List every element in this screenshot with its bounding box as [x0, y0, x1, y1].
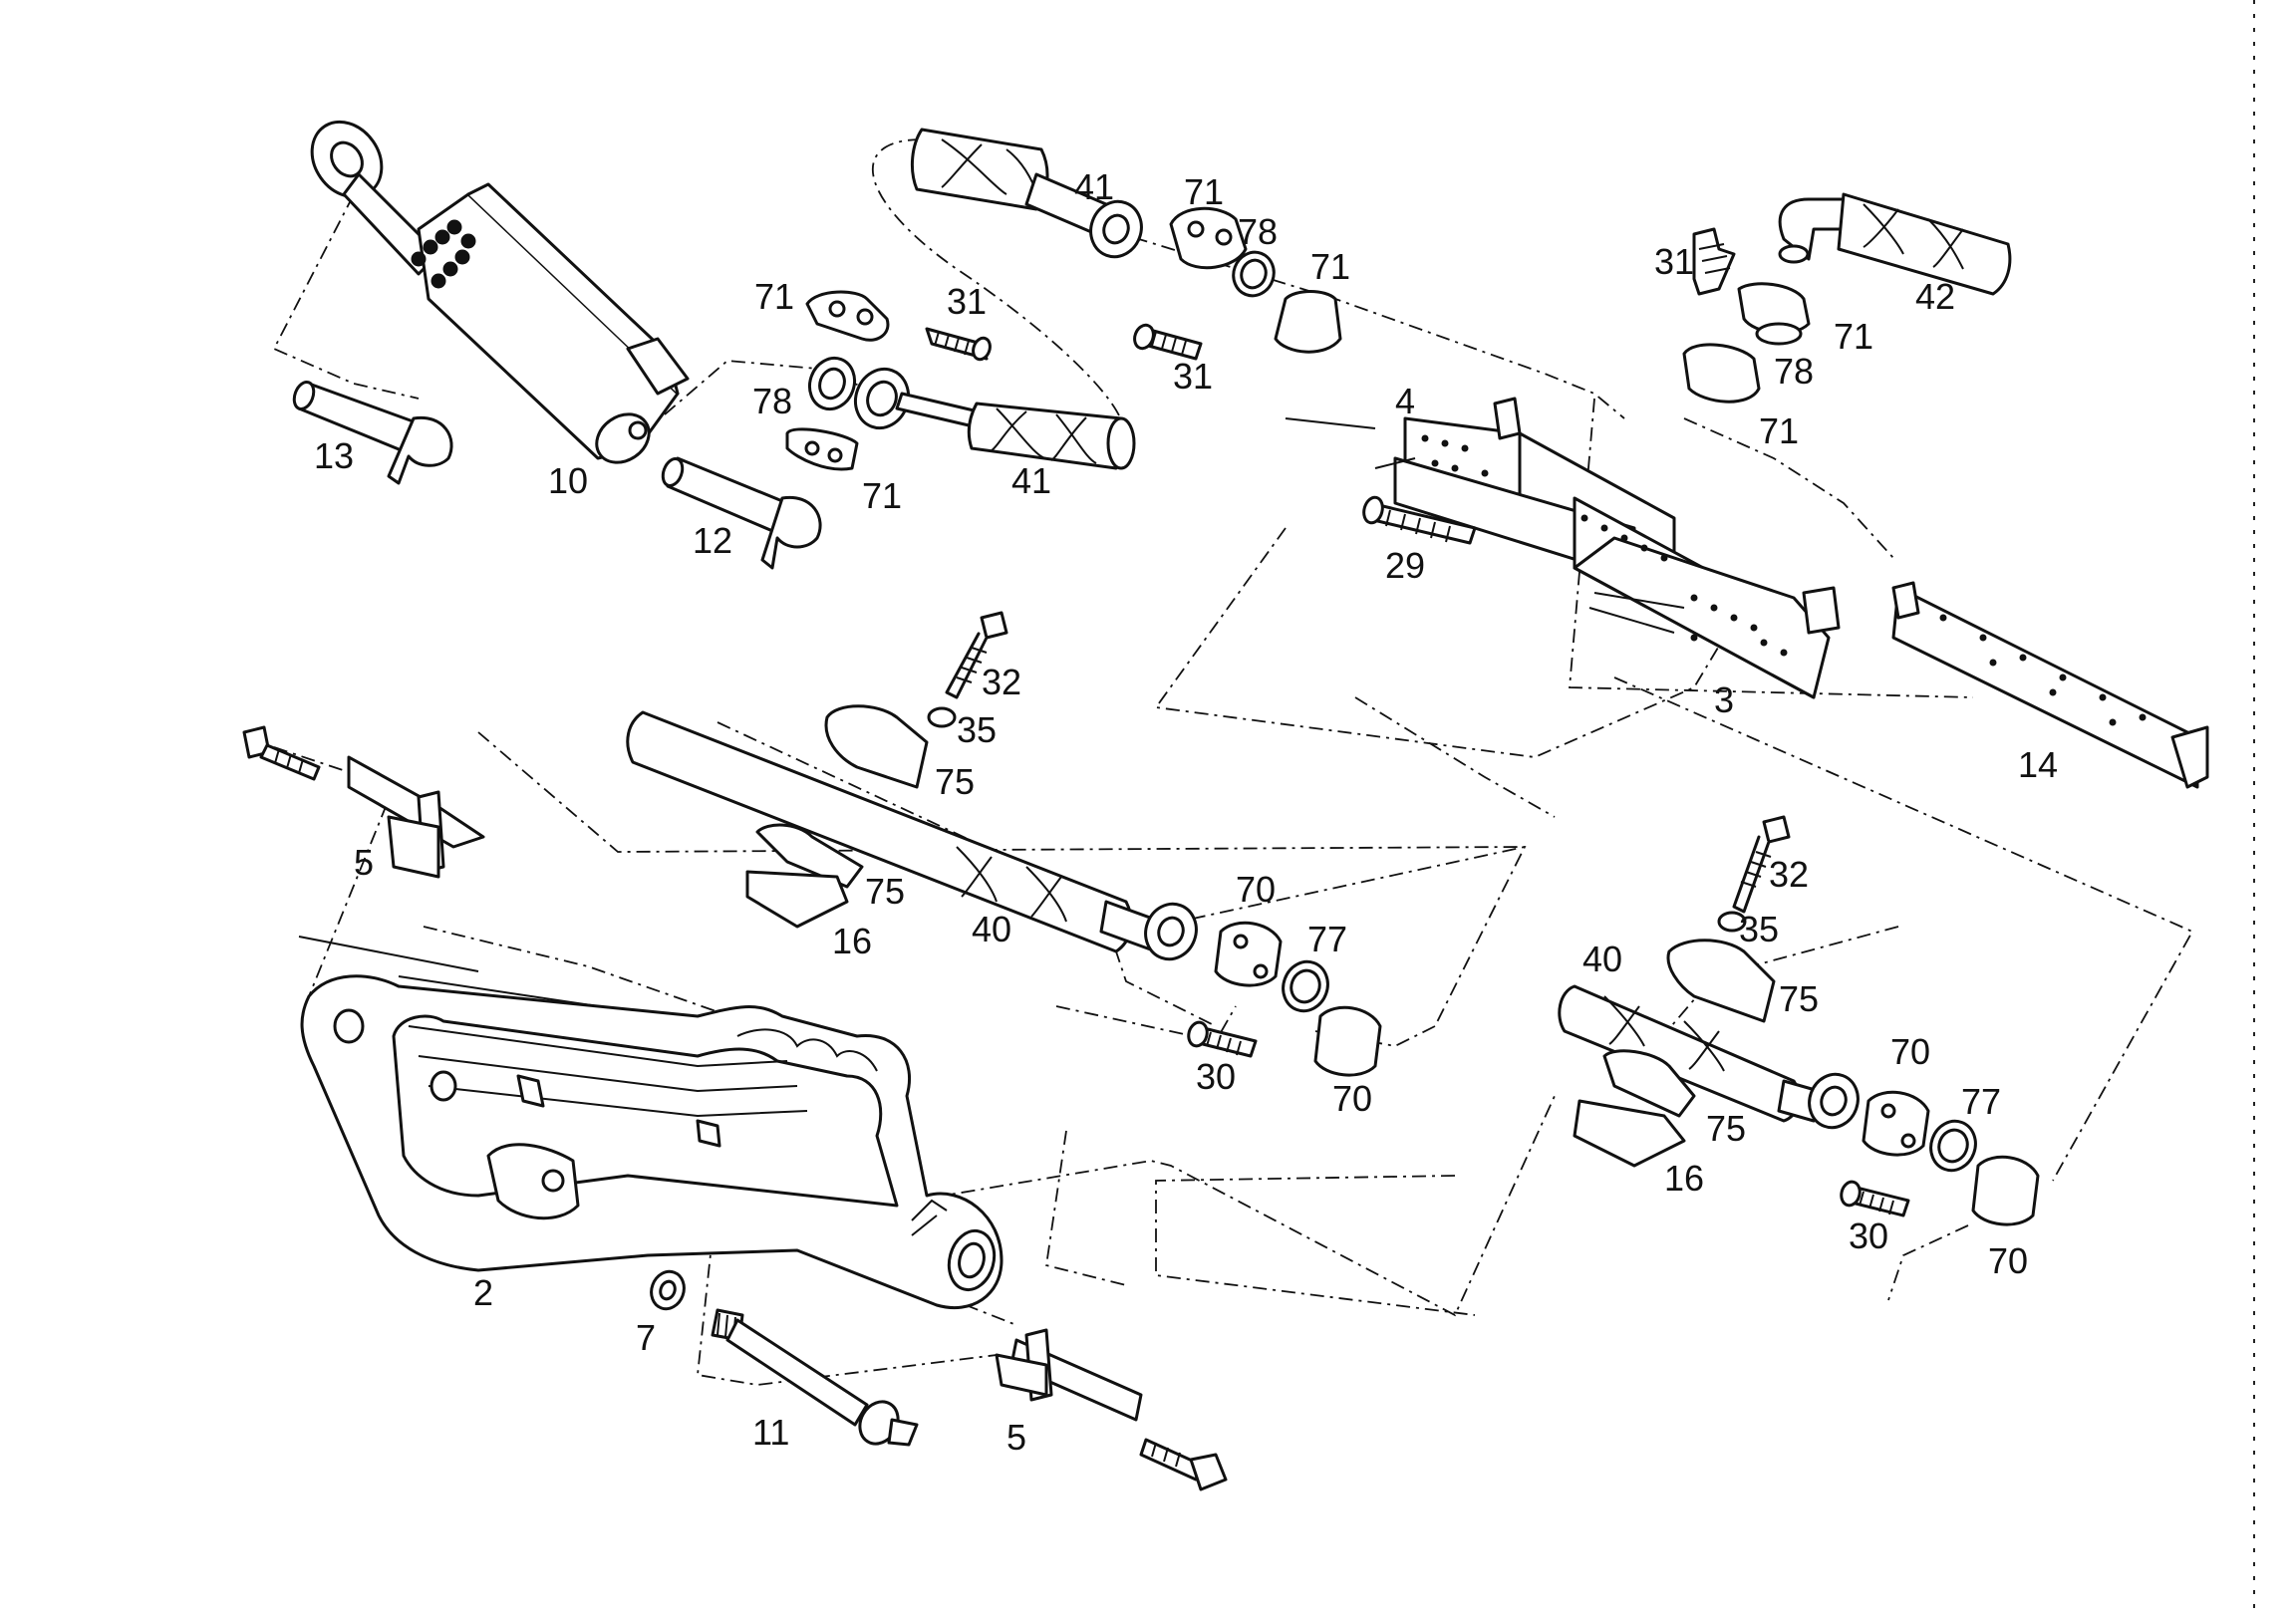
- label-32-a: 32: [982, 662, 1021, 702]
- hose-42: [1682, 192, 2012, 404]
- middle-clamps: [1187, 921, 1382, 1077]
- part-labels: 13 10 12 71 31 78 71 41 41 71 78 71 31 3…: [314, 166, 2058, 1458]
- label-75-c: 75: [1779, 978, 1819, 1019]
- middle-shaft-assembly: [626, 611, 1198, 961]
- label-2: 2: [473, 1272, 493, 1313]
- label-7: 7: [636, 1317, 656, 1358]
- label-32-b: 32: [1769, 854, 1809, 895]
- label-70-c: 70: [1890, 1031, 1930, 1072]
- label-14: 14: [2018, 744, 2058, 785]
- label-75-b: 75: [865, 871, 905, 912]
- label-10: 10: [548, 460, 588, 501]
- pin-12: [661, 456, 822, 570]
- label-77-a: 77: [1307, 919, 1347, 959]
- right-shaft-assembly: [1558, 815, 2040, 1226]
- label-70-d: 70: [1988, 1240, 2028, 1281]
- hose-41-top: [911, 128, 1143, 259]
- label-42: 42: [1915, 276, 1955, 317]
- label-35-b: 35: [1739, 909, 1779, 949]
- frame-rivet-dots: [1421, 434, 1788, 657]
- arm-plate-2: [300, 974, 1004, 1310]
- label-30-b: 30: [1849, 1215, 1888, 1256]
- label-4: 4: [1395, 381, 1415, 421]
- bracket-5-left: [242, 725, 485, 879]
- pin-13: [292, 380, 453, 485]
- label-11: 11: [752, 1412, 789, 1453]
- top-center-clamps: [1133, 206, 1342, 361]
- label-71-e: 71: [1834, 316, 1873, 357]
- label-35-a: 35: [957, 709, 997, 750]
- label-5-a: 5: [354, 842, 374, 883]
- label-40-a: 40: [972, 909, 1011, 949]
- label-12: 12: [693, 520, 732, 561]
- cylinder-bolt-ring: [411, 219, 476, 289]
- label-31-c: 31: [1654, 241, 1694, 282]
- label-78-a: 78: [752, 381, 792, 421]
- label-13: 13: [314, 435, 354, 476]
- label-77-b: 77: [1961, 1081, 2001, 1122]
- guide-lines: [298, 417, 1685, 1007]
- hydraulic-cylinder: [310, 120, 690, 464]
- frame-beams: [1362, 397, 2209, 789]
- label-3: 3: [1714, 679, 1734, 720]
- label-31-a: 31: [947, 281, 987, 322]
- bracket-5-right: [995, 1328, 1228, 1491]
- label-16-a: 16: [832, 921, 872, 961]
- label-31-b: 31: [1173, 356, 1213, 397]
- label-71-f: 71: [1759, 410, 1799, 451]
- washer-7: [650, 1269, 686, 1311]
- label-70-a: 70: [1236, 869, 1276, 910]
- beam-14-dots: [1939, 614, 2147, 726]
- label-29: 29: [1385, 545, 1425, 586]
- label-75-d: 75: [1706, 1108, 1746, 1149]
- label-78-c: 78: [1774, 351, 1814, 392]
- label-71-a: 71: [754, 276, 794, 317]
- label-30-a: 30: [1196, 1056, 1236, 1097]
- label-41-b: 41: [1011, 460, 1051, 501]
- label-71-d: 71: [1310, 246, 1350, 287]
- label-70-b: 70: [1332, 1078, 1372, 1119]
- label-5-b: 5: [1006, 1417, 1026, 1458]
- label-71-c: 71: [1184, 171, 1224, 212]
- label-41-a: 41: [1074, 166, 1114, 207]
- upper-left-coupling: [785, 290, 1136, 471]
- pin-11: [711, 1308, 919, 1447]
- label-16-b: 16: [1664, 1158, 1704, 1199]
- label-78-b: 78: [1238, 211, 1278, 252]
- label-40-b: 40: [1582, 939, 1622, 979]
- label-75-a: 75: [935, 761, 975, 802]
- label-71-b: 71: [862, 475, 902, 516]
